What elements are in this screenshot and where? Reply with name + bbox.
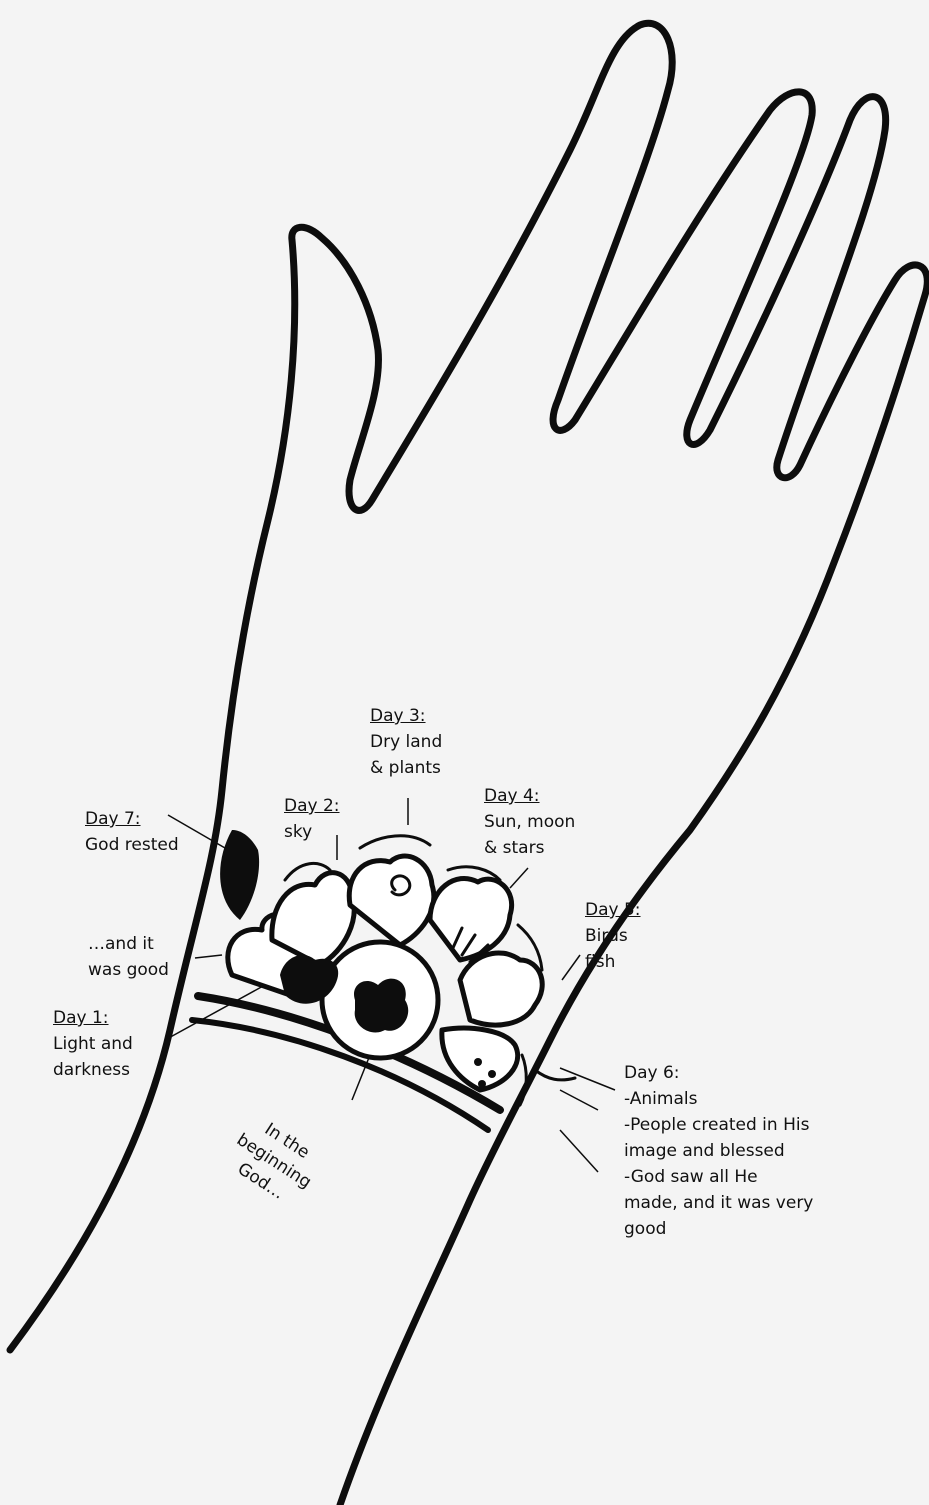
day4-heading: Day 4: (484, 783, 575, 809)
day6-line-6: good (624, 1216, 813, 1242)
day3-line-1: Dry land (370, 729, 442, 755)
day1-line-2: darkness (53, 1057, 133, 1083)
good-label: …and it was good (88, 931, 169, 983)
day1-line-1: Light and (53, 1031, 133, 1057)
flower-motif (228, 856, 542, 1090)
day7-line: God rested (85, 832, 179, 858)
day7-label: Day 7: God rested (85, 806, 179, 858)
day3-label: Day 3: Dry land & plants (370, 703, 442, 781)
day1-heading: Day 1: (53, 1005, 133, 1031)
good-line-1: …and it (88, 931, 169, 957)
day6-line-5: made, and it was very (624, 1190, 813, 1216)
hand-outline (10, 23, 927, 1505)
good-line-2: was good (88, 957, 169, 983)
day6-line-1: -Animals (624, 1086, 813, 1112)
day3-heading: Day 3: (370, 703, 442, 729)
day7-heading: Day 7: (85, 806, 179, 832)
day2-heading: Day 2: (284, 793, 340, 819)
day3-line-2: & plants (370, 755, 442, 781)
day4-line-2: & stars (484, 835, 575, 861)
day5-label: Day 5: Birds fish (585, 897, 641, 975)
day2-line: sky (284, 819, 340, 845)
day5-line-2: fish (585, 949, 641, 975)
day6-heading: Day 6: (624, 1060, 813, 1086)
day6-line-4: -God saw all He (624, 1164, 813, 1190)
day6-line-3: image and blessed (624, 1138, 813, 1164)
day5-heading: Day 5: (585, 897, 641, 923)
day1-label: Day 1: Light and darkness (53, 1005, 133, 1083)
day4-line-1: Sun, moon (484, 809, 575, 835)
day6-line-2: -People created in His (624, 1112, 813, 1138)
day2-label: Day 2: sky (284, 793, 340, 845)
day5-line-1: Birds (585, 923, 641, 949)
day6-label: Day 6: -Animals -People created in His i… (624, 1060, 813, 1242)
day4-label: Day 4: Sun, moon & stars (484, 783, 575, 861)
